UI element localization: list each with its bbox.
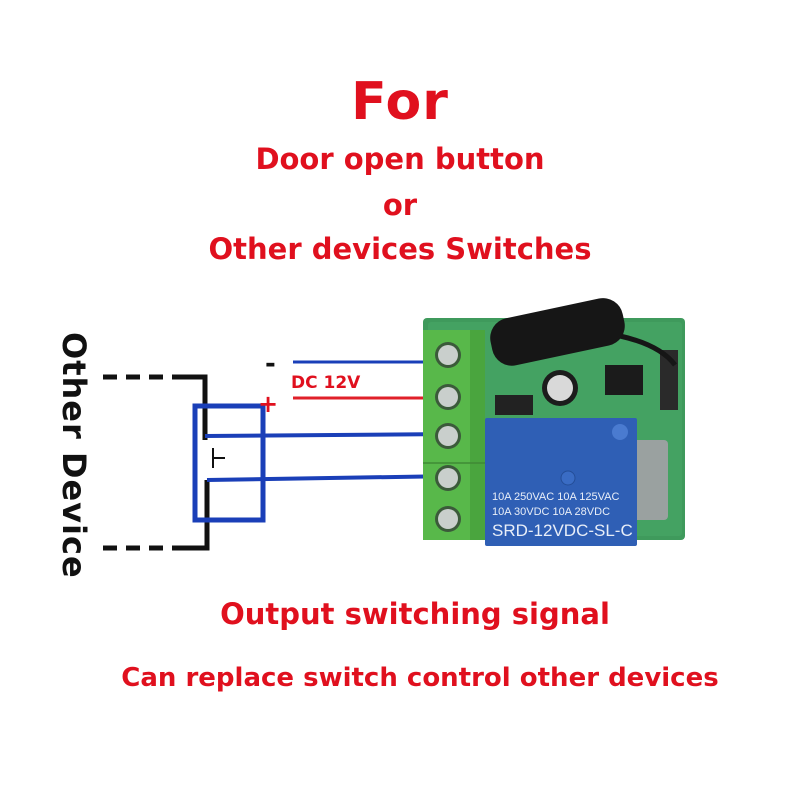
ic-chip: [605, 365, 643, 395]
relay-rating-1: 10A 250VAC 10A 125VAC: [492, 491, 619, 503]
relay-rating-2: 10A 30VDC 10A 28VDC: [492, 506, 610, 518]
wire-switch-1: [204, 432, 456, 438]
relay-model: SRD-12VDC-SL-C: [492, 521, 633, 540]
device-lead-top: [172, 374, 208, 440]
relay-body: [485, 418, 637, 546]
wire-switch-2: [206, 474, 456, 482]
title-for: For: [351, 72, 449, 132]
title-or: or: [382, 188, 418, 222]
crystal: [628, 440, 668, 520]
dc-voltage-label: DC 12V: [291, 373, 361, 393]
diode: [495, 395, 533, 415]
device-leads: [103, 374, 210, 551]
terminal-screws: [435, 342, 461, 532]
title-other-devices: Other devices Switches: [208, 232, 592, 266]
antenna-coil: [490, 298, 677, 367]
negative-sign: -: [265, 349, 276, 379]
footer-replace-switch: Can replace switch control other devices: [121, 663, 719, 693]
other-device-label: Other Device: [55, 332, 93, 579]
switch-enclosure: [192, 403, 266, 523]
pushbutton-switch-icon: [212, 448, 225, 468]
title-door-open-button: Door open button: [255, 142, 545, 176]
device-lead-bottom: [172, 480, 210, 551]
positive-sign: +: [258, 390, 278, 418]
relay-module: 10A 250VAC 10A 125VAC 10A 30VDC 10A 28VD…: [423, 298, 685, 546]
footer-output-signal: Output switching signal: [220, 597, 610, 631]
